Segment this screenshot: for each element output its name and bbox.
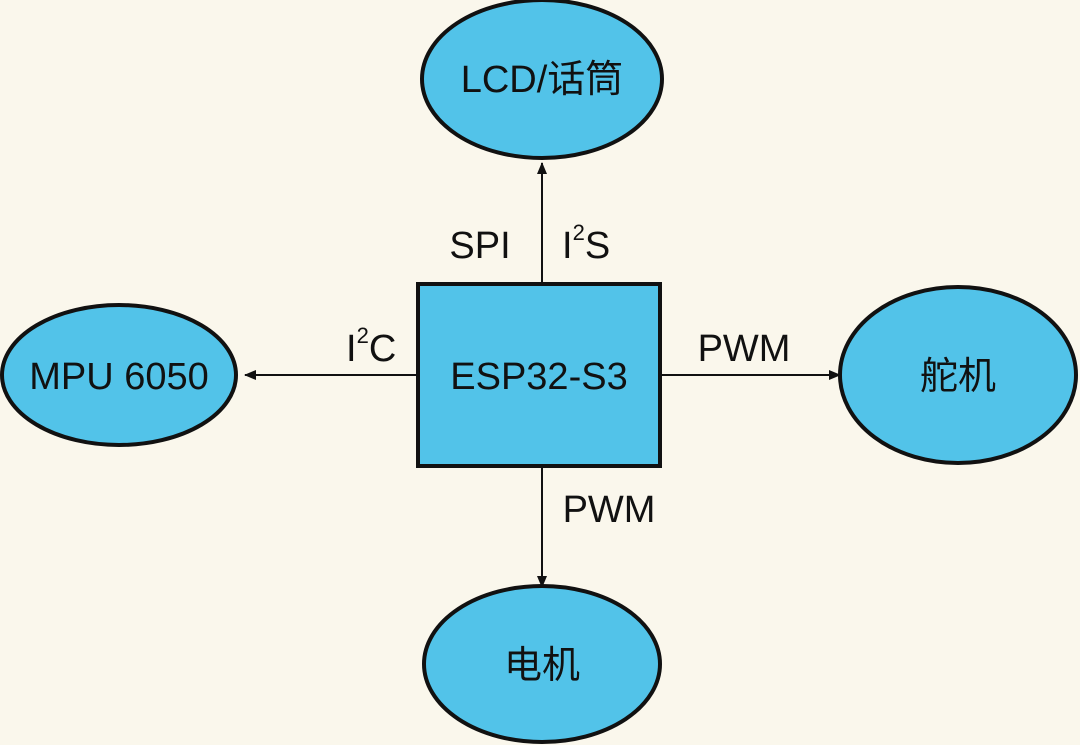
edge-top-right-label-superscript: 2 <box>573 220 585 245</box>
node-left-label: MPU 6050 <box>29 356 209 398</box>
node-top-ellipse <box>420 0 664 160</box>
node-bottom-label: 电机 <box>504 645 580 687</box>
node-left-ellipse <box>0 303 238 447</box>
node-center-label: ESP32-S3 <box>450 356 627 398</box>
edge-left-label: I2C <box>346 323 396 370</box>
edge-top-left-label: SPI <box>449 225 510 267</box>
edge-right-label: PWM <box>698 328 791 370</box>
node-center-box <box>416 282 662 468</box>
node-bottom-ellipse <box>422 584 662 744</box>
edge-left-label-base: I <box>346 328 357 370</box>
node-top-label: LCD/话筒 <box>461 59 624 101</box>
node-right-ellipse <box>838 285 1078 465</box>
edge-left-label-tail: C <box>369 328 396 370</box>
edge-top-right-label-base: I <box>562 225 573 267</box>
node-right-label: 舵机 <box>920 356 996 398</box>
edge-top-right-label: I2S <box>562 220 610 267</box>
edge-left-label-superscript: 2 <box>357 323 369 348</box>
edge-top-right-label-tail: S <box>585 225 610 267</box>
edge-bottom-label: PWM <box>563 489 656 531</box>
